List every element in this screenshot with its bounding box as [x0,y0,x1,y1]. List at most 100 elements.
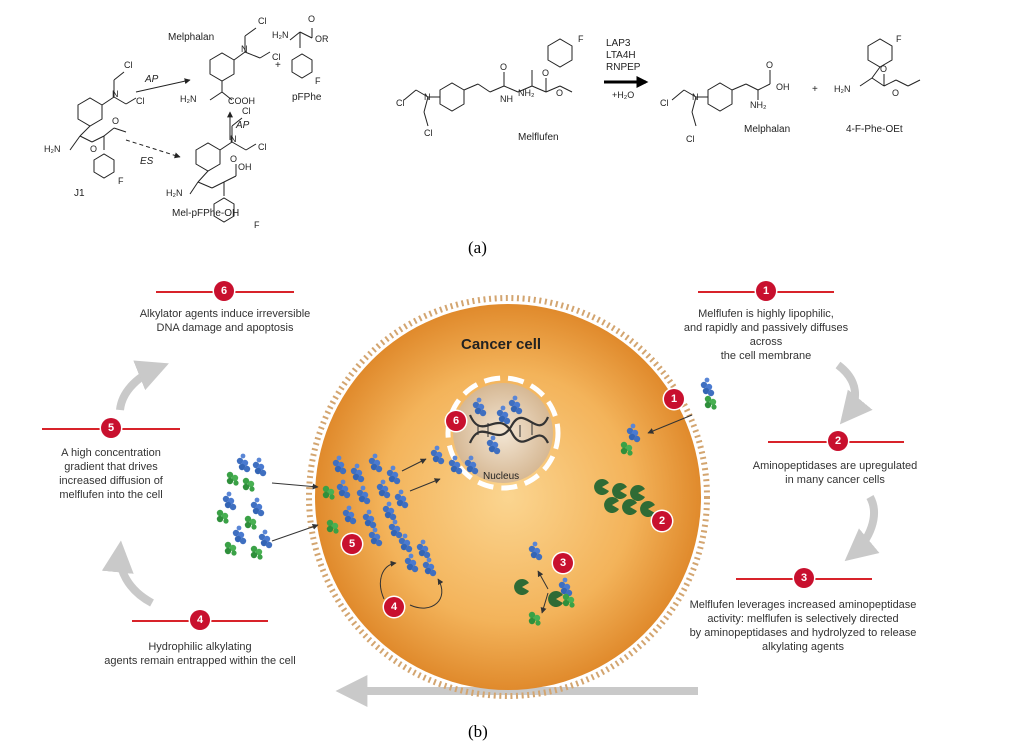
melflufen-molecule-icon [250,497,265,517]
step-5-badge: 5 [101,418,121,438]
entrapment-arrow [380,560,397,600]
step-1-line-1: Melflufen is highly lipophilic, [698,308,834,320]
step-5-line-3: increased diffusion of [59,475,163,487]
melphalan-structure-left [209,27,271,101]
atom-n: N [692,92,699,102]
step-2-badge: 2 [828,431,848,451]
step-5-text: A high concentration gradient that drive… [40,446,182,502]
atom-nh2: H₂N [180,94,197,104]
step-6-text: Alkylator agents induce irreversible DNA… [118,307,332,335]
atom-cl: Cl [424,128,433,138]
atom-f: F [896,34,902,44]
step-3-line-1: Melflufen leverages increased aminopepti… [689,599,917,611]
atom-o: O [766,60,773,70]
atom-nh2: NH₂ [750,100,767,110]
step-6-badge: 6 [214,281,234,301]
melphalan-label: Melphalan [168,32,214,43]
melflufen-molecule-icon [222,491,237,511]
f-phe-oet-label: 4-F-Phe-OEt [846,124,903,135]
hydrolysis-arrow [540,592,549,614]
atom-o: O [308,14,315,24]
atom-o: O [542,68,549,78]
diffusion-arrow [409,478,441,492]
in-cell-badge-4: 4 [384,597,404,617]
diffusion-arrow [401,458,427,472]
atom-cl: Cl [660,98,669,108]
step-4-line-2: agents remain entrapped within the cell [104,655,296,667]
melphalan-product-label: Melphalan [744,124,790,135]
atom-cl: Cl [686,134,695,144]
enzyme-lta4h: LTA4H [606,50,636,61]
melphalan-product-structure [671,70,771,127]
melflufen-label: Melflufen [518,132,559,143]
atom-cl: Cl [124,60,133,70]
hydrolysis-arrow [537,570,549,590]
step-3-badge: 3 [794,568,814,588]
step-4-line-1: Hydrophilic alkylating [148,641,252,653]
step-5-line-4: melflufen into the cell [59,489,163,501]
atom-f: F [578,34,584,44]
enzyme-rnpep: RNPEP [606,62,641,73]
step-3-line-2: activity: melflufen is selectively direc… [707,613,899,625]
influx-arrow [271,523,319,542]
atom-cl: Cl [272,52,281,62]
atom-o: O [556,88,563,98]
ap-label: AP [235,120,250,131]
cancer-cell [315,304,701,690]
atom-cl: Cl [242,106,251,116]
atom-o: O [880,64,887,74]
atom-cl: Cl [258,16,267,26]
step-6-line-2: DNA damage and apoptosis [156,322,294,334]
atom-o: O [230,154,237,164]
atom-h2n: H₂N [272,30,289,40]
step-1-line-3: the cell membrane [720,350,812,362]
atom-cl: Cl [258,142,267,152]
step-5-line-2: gradient that drives [64,461,158,473]
cell-title: Cancer cell [461,336,542,353]
water-label: +H₂O [612,90,634,100]
step-3-line-4: alkylating agents [762,641,844,653]
step-6-line-1: Alkylator agents induce irreversible [139,308,311,320]
entrapment-arrow [409,578,444,609]
melflufen-structure [403,38,573,127]
step-4-text: Hydrophilic alkylating agents remain ent… [86,640,314,668]
influx-arrow [271,482,319,490]
plus-sign: + [812,84,818,95]
step-1-text: Melflufen is highly lipophilic, and rapi… [668,307,864,363]
melflufen-molecule-icon [236,453,251,473]
step-2-text: Aminopeptidases are upregulated in many … [730,459,940,487]
dna-helix-icon [468,414,550,444]
panel-a-label: (a) [468,238,487,257]
step-3-text: Melflufen leverages increased aminopepti… [670,598,936,654]
step-4-badge: 4 [190,610,210,630]
melflufen-molecule-icon [704,395,717,410]
cycle-arrow-1-2 [835,361,873,425]
panel-a-chemistry: N Cl Cl H₂N COOH Melphalan H₂N O OR F + … [44,14,921,230]
es-label: ES [140,156,154,167]
melflufen-molecule-icon [242,477,255,492]
melflufen-molecule-icon [226,471,239,486]
melflufen-molecule-icon [224,541,237,556]
enzyme-lap3: LAP3 [606,38,631,49]
cell-membrane [306,295,710,699]
in-cell-badge-1: 1 [664,389,684,409]
step-1-badge: 1 [756,281,776,301]
melflufen-molecule-icon [244,515,257,530]
atom-n: N [112,89,119,99]
in-cell-badge-2: 2 [652,511,672,531]
pfphe-structure [289,28,313,79]
pfphe-label: pFPhe [292,92,322,103]
atom-h2n: H₂N [166,188,183,198]
plus-sign: + [275,60,281,71]
atom-n: N [241,44,248,54]
atom-f: F [315,76,321,86]
atom-o: O [892,88,899,98]
ap-label: AP [144,74,159,85]
in-cell-badge-5: 5 [342,534,362,554]
atom-cl: Cl [136,96,145,106]
passive-diffusion-arrow [647,414,693,434]
atom-n: N [424,92,431,102]
panel-b-diagram [101,295,880,707]
melflufen-molecule-icon [252,457,267,477]
atom-h2n: H₂N [44,144,61,154]
